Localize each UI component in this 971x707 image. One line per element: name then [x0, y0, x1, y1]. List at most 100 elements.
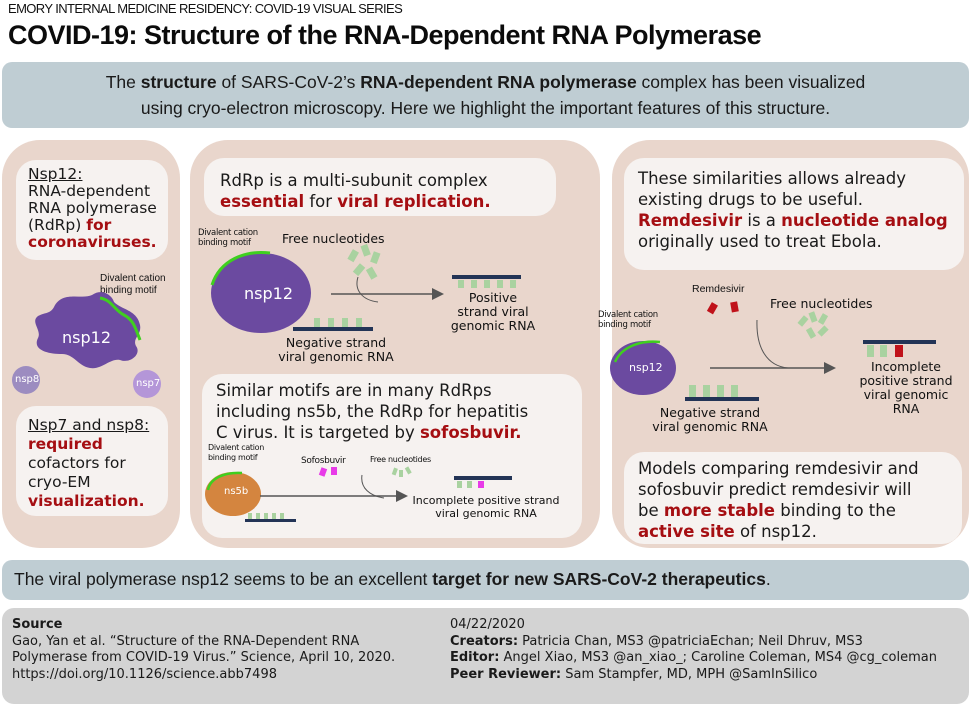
doi-link[interactable]: https://doi.org/10.1126/science.abb7498 [12, 666, 277, 682]
sofosbuvir-line3: C virus. It is targeted by [216, 423, 420, 442]
page-title: COVID-19: Structure of the RNA-Dependent… [8, 20, 762, 50]
ns5b-ellipse [205, 472, 261, 516]
replication-diagram [210, 243, 521, 333]
nsp7-circle [133, 370, 161, 398]
models-card: Models comparing remdesivir and sofosbuv… [624, 452, 962, 544]
active-site-highlight: active site [638, 522, 735, 541]
panel-remdesivir: These similarities allows already existi… [598, 140, 969, 548]
editor-label: Editor: [450, 650, 500, 665]
remdesivir-molecules [706, 301, 739, 315]
conclusion-end: . [765, 569, 771, 589]
nsp12-label: nsp12 [244, 284, 293, 303]
cofactor-text: cofactors for cryo-EM [28, 454, 126, 491]
nsp12-label: nsp12 [62, 328, 111, 347]
sofosbuvir-line2: including ns5b, the RdRp for hepatitis [216, 402, 529, 421]
nucleotide-analog-highlight: nucleotide analog [781, 211, 948, 230]
editor: Angel Xiao, MS3 @an_xiao_; Caroline Cole… [499, 650, 937, 665]
nsp12-highlight: for coronaviruses. [28, 216, 157, 251]
nsp8-label: nsp8 [15, 374, 40, 385]
nsp12-blob [35, 292, 141, 369]
cofactor-highlight-required: required [28, 435, 103, 453]
models-text: be [638, 501, 664, 520]
nsp12-heading: Nsp12: [28, 165, 83, 183]
negative-strand-bases [314, 318, 362, 327]
creators: Patricia Chan, MS3 @patriciaEchan; Neil … [518, 633, 863, 649]
remdesivir-line4: originally used to treat Ebola. [638, 232, 882, 251]
motif-label: Divalent cation binding motif [100, 273, 166, 296]
models-text: of nsp12. [734, 522, 817, 541]
rdrp-text: for [304, 192, 338, 211]
free-nucleotides-label: Free nucleotides [282, 231, 385, 246]
source-label: Source [12, 617, 63, 632]
arrow-head [396, 490, 408, 502]
remdesivir-text: is a [742, 211, 782, 230]
creators-label: Creators: [450, 633, 519, 649]
remdesivir-incorporated [895, 345, 903, 357]
citation-line2: Polymerase from COVID-19 Virus.” Science… [12, 650, 396, 665]
template-bases [689, 385, 738, 397]
incomplete-strand-label: Incomplete positive strand viral genomic… [412, 494, 560, 520]
intro-text: of SARS-CoV-2’s [216, 72, 361, 92]
motif-green-arc [99, 296, 142, 341]
intro-bold-structure: structure [140, 72, 217, 92]
nsp12-complex-diagram [12, 292, 161, 398]
motif-green-arc [613, 340, 661, 363]
positive-strand [452, 275, 521, 279]
remdesivir-diagram [610, 301, 936, 401]
source-block: Source Gao, Yan et al. “Structure of the… [12, 617, 432, 683]
citation-line1: Gao, Yan et al. “Structure of the RNA-De… [12, 633, 360, 649]
nsp8-circle [12, 366, 40, 394]
date: 04/22/2020 [450, 617, 525, 632]
template-bases [248, 513, 284, 519]
incomplete-strand [863, 340, 936, 344]
intro-text: complex has been visualized [636, 72, 866, 92]
reviewer-label: Peer Reviewer: [450, 666, 562, 682]
arrow-head [824, 362, 836, 374]
motif-green-arc [210, 250, 271, 286]
nsp12-ellipse [211, 253, 311, 333]
rdrp-highlight-replication: viral replication. [337, 192, 491, 211]
nsp12-label: nsp12 [629, 361, 663, 374]
cofactor-card: Nsp7 and nsp8: required cofactors for cr… [16, 406, 168, 516]
ns5b-label: ns5b [224, 486, 249, 497]
intro-line2: using cryo-electron microscopy. Here we … [140, 98, 831, 118]
remdesivir-line2: existing drugs to be useful. [638, 190, 864, 209]
incorporation-curve [361, 474, 385, 499]
incorporation-curve [756, 319, 789, 369]
negative-strand-label: Negative strand viral genomic RNA [652, 405, 768, 434]
intro-banner: The structure of SARS-CoV-2’s RNA-depend… [2, 62, 969, 128]
positive-strand-label: Positive strand viral genomic RNA [450, 290, 536, 333]
free-nucleotides-label: Free nucleotides [770, 296, 873, 311]
sofosbuvir-diagram [205, 466, 512, 522]
intro-text: The [105, 72, 141, 92]
models-text: binding to the [774, 501, 896, 520]
rdrp-card: RdRp is a multi-subunit complex essentia… [204, 158, 556, 216]
free-nucleotides-label: Free nucleotides [370, 455, 431, 464]
nsp12-card: Nsp12: RNA-dependent RNA polymerase (RdR… [16, 160, 168, 260]
sofosbuvir-label: Sofosbuvir [301, 456, 346, 466]
conclusion-bold: target for new SARS-CoV-2 therapeutics [432, 569, 766, 589]
negative-strand [293, 327, 373, 331]
cofactor-highlight-visualization: visualization. [28, 492, 145, 510]
free-nucleotides [797, 311, 829, 339]
motif-label: Divalent cation binding motif [208, 443, 265, 462]
rdrp-highlight-essential: essential [220, 192, 305, 211]
negative-strand-label: Negative strand viral genomic RNA [278, 335, 394, 364]
conclusion-banner: The viral polymerase nsp12 seems to be a… [2, 560, 969, 600]
intro-bold-rdrp: RNA-dependent RNA polymerase [360, 72, 637, 92]
motif-label: Divalent cation binding motif [598, 310, 658, 330]
cofactor-heading: Nsp7 and nsp8: [28, 416, 150, 434]
reviewer: Sam Stampfer, MD, MPH @SamInSilico [561, 666, 818, 682]
arrow-head [432, 288, 444, 300]
sofosbuvir-highlight: sofosbuvir. [419, 423, 522, 442]
remdesivir-label: Remdesivir [692, 283, 745, 295]
remdesivir-card: These similarities allows already existi… [624, 158, 964, 270]
rdrp-line1: RdRp is a multi-subunit complex [220, 171, 488, 190]
free-nucleotides [391, 466, 412, 477]
template-strand [685, 397, 759, 401]
sofosbuvir-molecules [318, 467, 337, 477]
models-line2: sofosbuvir predict remdesivir will [638, 480, 912, 499]
sofosbuvir-incorporated [478, 481, 484, 488]
remdesivir-line1: These similarities allows already [638, 169, 906, 188]
incomplete-strand [454, 476, 512, 480]
